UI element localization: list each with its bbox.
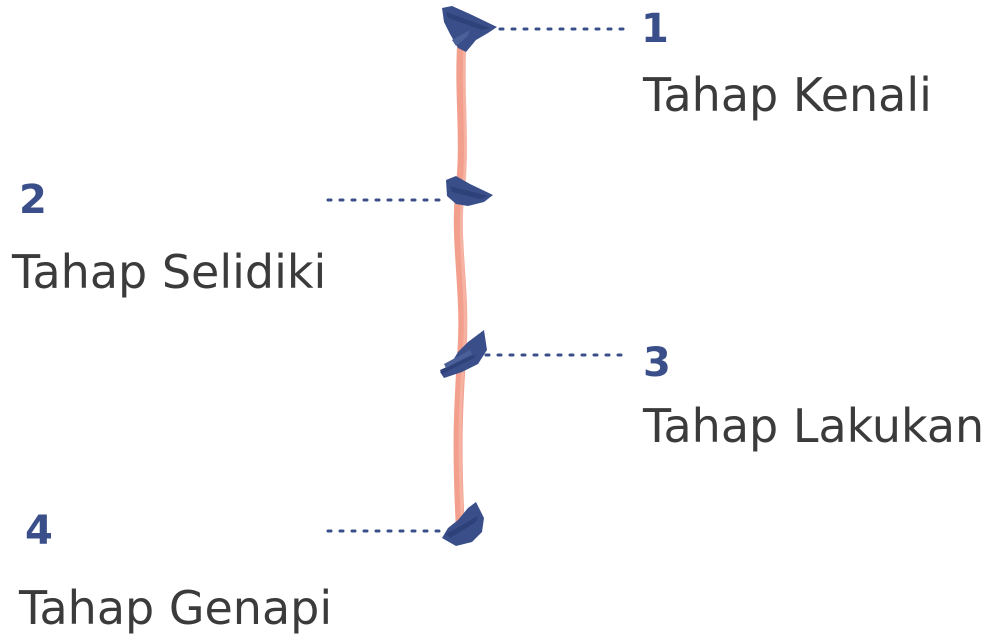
- step-label-2: Tahap Selidiki: [12, 245, 327, 299]
- step-marker-2: [446, 176, 493, 206]
- step-number-4: 4: [25, 508, 53, 554]
- step-marker-4: [442, 502, 484, 546]
- timeline-line-texture: [458, 43, 468, 537]
- step-marker-1: [442, 6, 497, 52]
- step-label-3: Tahap Lakukan: [643, 399, 985, 453]
- step-number-2: 2: [19, 177, 47, 223]
- step-number-1: 1: [641, 6, 669, 52]
- step-label-4: Tahap Genapi: [19, 581, 333, 635]
- step-marker-3: [440, 330, 487, 378]
- step-label-1: Tahap Kenali: [643, 68, 932, 122]
- step-number-3: 3: [643, 340, 671, 386]
- timeline-line: [453, 35, 468, 545]
